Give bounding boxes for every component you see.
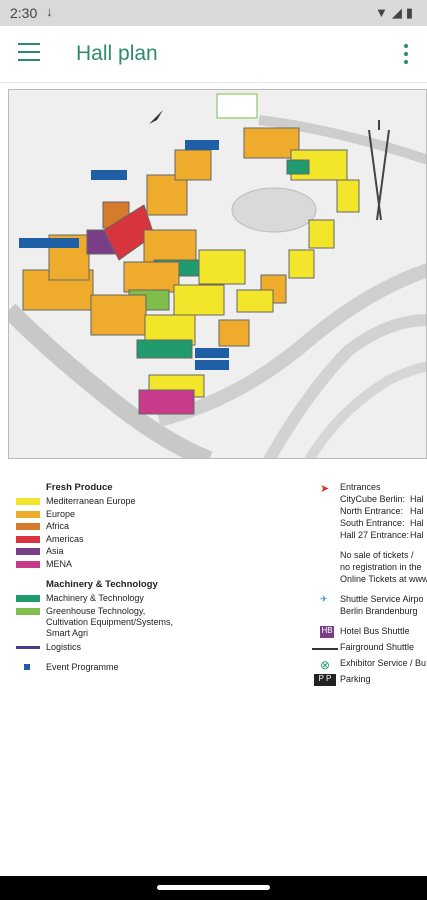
entrance-icon: ➤ (320, 483, 330, 495)
hall-plan-viewer[interactable]: Fresh Produce Mediterranean Europe Europ… (0, 84, 427, 884)
legend-swatch (16, 645, 40, 649)
legend-swatch (16, 535, 40, 543)
legend-item: Americas (16, 534, 276, 547)
legend-heading-machinery: Machinery & Technology (46, 579, 158, 590)
legend-item: Mediterranean Europe (16, 496, 276, 509)
signal-icon: ◢ (391, 5, 406, 20)
legend-left: Fresh Produce Mediterranean Europe Europ… (16, 482, 276, 675)
legend-swatch (16, 595, 40, 602)
battery-icon: ▮ (405, 5, 417, 20)
shuttle-line-icon (312, 648, 338, 660)
legend-swatch (16, 498, 40, 505)
status-icons: ▼◢▮ (375, 5, 417, 21)
legend-swatch (16, 510, 40, 518)
legend-entrances: ➤Entrances (320, 482, 381, 495)
home-gesture-handle[interactable] (157, 885, 270, 890)
legend-swatch (16, 560, 40, 568)
hall-plan-map[interactable] (8, 89, 427, 459)
legend-exhibitor: ⊗Exhibitor Service / Bu (320, 658, 427, 672)
legend-item: Asia (16, 546, 276, 559)
legend-fairground: Fairground Shuttle (312, 642, 427, 654)
airplane-icon: ✈ (320, 594, 328, 604)
app-bar: Hall plan (0, 26, 427, 83)
parking-icon: P P (314, 674, 336, 686)
wifi-icon: ▼ (374, 5, 392, 20)
legend-item: Europe (16, 509, 276, 522)
more-options-icon[interactable] (403, 44, 409, 64)
legend-item-event: Event Programme (16, 662, 276, 675)
legend-right: ➤Entrances CityCube Berlin:Hal North Ent… (312, 482, 427, 686)
legend-item: MENA (16, 559, 276, 572)
status-bar: 2:30 ↓ ▼◢▮ (0, 0, 427, 26)
legend-heading-fresh-produce: Fresh Produce (46, 482, 113, 493)
legend-item-logistics: Logistics (16, 642, 276, 655)
event-square-icon (24, 664, 30, 670)
map-drawing (9, 93, 426, 458)
legend-swatch (16, 548, 40, 555)
hotel-bus-icon: HB (320, 626, 334, 638)
menu-icon[interactable] (18, 43, 40, 63)
navigation-bar (0, 876, 427, 900)
legend-item: Greenhouse Technology, Cultivation Equip… (16, 606, 276, 638)
legend-item: Machinery & Technology (16, 593, 276, 606)
status-time: 2:30 (10, 5, 38, 21)
legend-shuttle: ✈Shuttle Service Airpo (320, 594, 424, 604)
page-title: Hall plan (76, 42, 158, 65)
legend-swatch (16, 607, 40, 615)
download-icon: ↓ (46, 4, 53, 19)
legend-swatch (16, 523, 40, 530)
exhibitor-service-icon: ⊗ (320, 658, 331, 672)
legend-item: Africa (16, 521, 276, 534)
